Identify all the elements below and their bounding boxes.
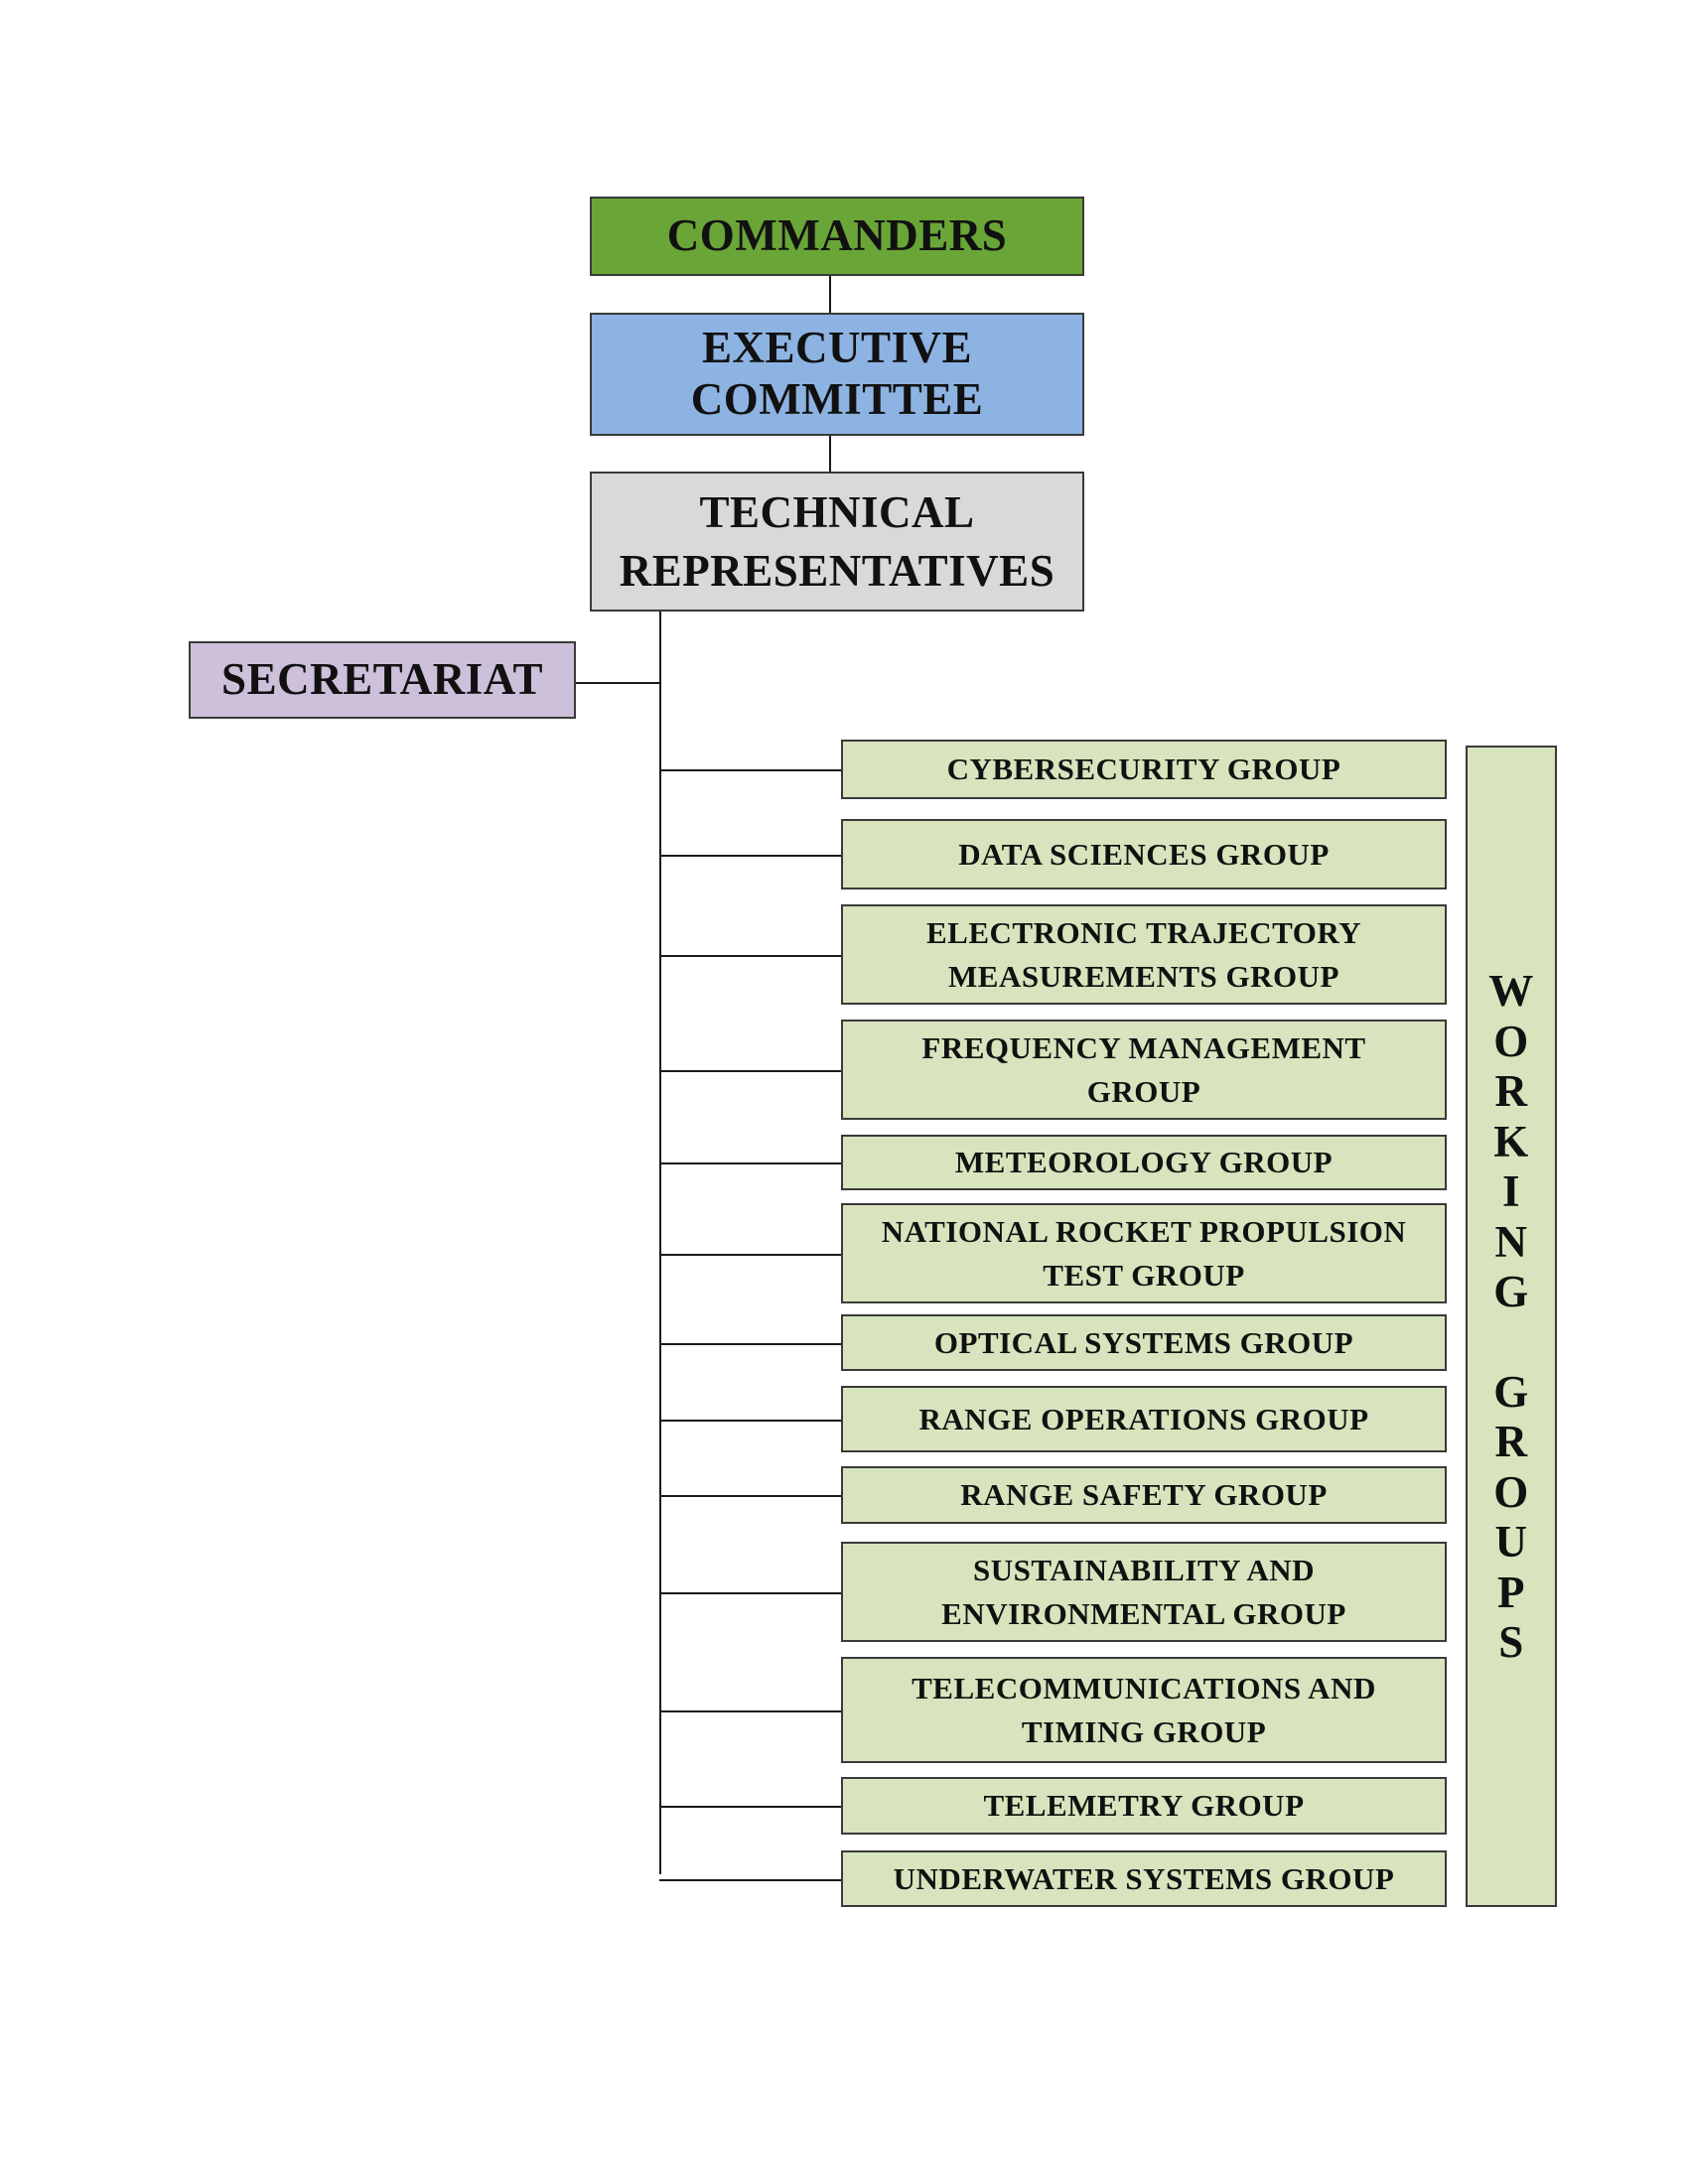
connector-working-group xyxy=(659,955,841,957)
working-groups-letter: O xyxy=(1493,1466,1529,1517)
connector-trunk xyxy=(659,612,661,1874)
working-group-label-line1: TELEMETRY GROUP xyxy=(983,1788,1305,1824)
connector-working-group xyxy=(659,1070,841,1072)
connector-working-group xyxy=(659,1254,841,1256)
working-group-label-line1: ELECTRONIC TRAJECTORY xyxy=(925,915,1362,951)
connector-working-group xyxy=(659,1879,841,1881)
connector-working-group xyxy=(659,1343,841,1345)
working-groups-letter: R xyxy=(1494,1066,1528,1116)
technical-label-line1: TECHNICAL xyxy=(699,487,975,537)
connector-executive-technical xyxy=(829,435,831,473)
working-group-box: TELECOMMUNICATIONS AND TIMING GROUP xyxy=(841,1657,1447,1763)
working-group-box: OPTICAL SYSTEMS GROUP xyxy=(841,1314,1447,1371)
working-group-label-line1: NATIONAL ROCKET PROPULSION xyxy=(881,1214,1407,1250)
working-group-label-line2: TIMING GROUP xyxy=(1021,1713,1267,1749)
working-group-box: CYBERSECURITY GROUP xyxy=(841,740,1447,799)
secretariat-label: SECRETARIAT xyxy=(221,654,543,705)
working-group-label-line1: OPTICAL SYSTEMS GROUP xyxy=(933,1324,1354,1360)
connector-working-group xyxy=(659,1420,841,1422)
working-group-label-line1: UNDERWATER SYSTEMS GROUP xyxy=(893,1860,1395,1896)
working-group-box: RANGE OPERATIONS GROUP xyxy=(841,1386,1447,1452)
executive-label-line2: COMMITTEE xyxy=(690,374,984,424)
working-group-label-line1: CYBERSECURITY GROUP xyxy=(946,751,1341,787)
working-group-label-line1: RANGE SAFETY GROUP xyxy=(960,1477,1328,1513)
working-groups-letter: G xyxy=(1493,1366,1529,1417)
executive-committee-box: EXECUTIVE COMMITTEE xyxy=(590,313,1084,436)
executive-label-line1: EXECUTIVE xyxy=(701,323,973,373)
working-group-box: UNDERWATER SYSTEMS GROUP xyxy=(841,1850,1447,1907)
working-group-box: ELECTRONIC TRAJECTORY MEASUREMENTS GROUP xyxy=(841,904,1447,1005)
working-groups-letter: S xyxy=(1498,1617,1524,1667)
connector-working-group xyxy=(659,1495,841,1497)
connector-working-group xyxy=(659,1162,841,1164)
working-groups-letter: G xyxy=(1493,1267,1529,1316)
connector-working-group xyxy=(659,855,841,857)
working-group-label-line2: GROUP xyxy=(1086,1073,1201,1109)
working-group-box: SUSTAINABILITY AND ENVIRONMENTAL GROUP xyxy=(841,1542,1447,1642)
working-group-label-line2: ENVIRONMENTAL GROUP xyxy=(941,1595,1346,1631)
working-group-box: METEOROLOGY GROUP xyxy=(841,1135,1447,1190)
connector-commanders-executive xyxy=(829,276,831,314)
working-group-label-line1: TELECOMMUNICATIONS AND xyxy=(912,1671,1376,1706)
working-group-label-line2: TEST GROUP xyxy=(1043,1257,1245,1293)
working-groups-letter: N xyxy=(1494,1216,1528,1267)
working-groups-letter xyxy=(1505,1317,1517,1367)
working-group-label-line1: RANGE OPERATIONS GROUP xyxy=(918,1401,1369,1436)
working-groups-letter: U xyxy=(1494,1517,1528,1567)
working-group-box: FREQUENCY MANAGEMENT GROUP xyxy=(841,1020,1447,1120)
working-group-box: DATA SCIENCES GROUP xyxy=(841,819,1447,889)
working-groups-letter: P xyxy=(1497,1567,1525,1617)
commanders-box: COMMANDERS xyxy=(590,197,1084,276)
working-group-box: NATIONAL ROCKET PROPULSION TEST GROUP xyxy=(841,1203,1447,1303)
connector-working-group xyxy=(659,1710,841,1712)
working-groups-letter: W xyxy=(1488,966,1534,1016)
secretariat-box: SECRETARIAT xyxy=(189,641,576,719)
working-group-label-line1: DATA SCIENCES GROUP xyxy=(958,836,1330,872)
working-group-label-line1: SUSTAINABILITY AND xyxy=(972,1553,1316,1588)
connector-working-group xyxy=(659,1806,841,1808)
commanders-label: COMMANDERS xyxy=(666,210,1008,261)
working-group-box: RANGE SAFETY GROUP xyxy=(841,1466,1447,1524)
working-groups-letter: R xyxy=(1494,1417,1528,1466)
working-groups-letter: K xyxy=(1493,1116,1529,1166)
working-groups-letter: O xyxy=(1493,1016,1529,1066)
connector-working-group xyxy=(659,1592,841,1594)
technical-label-line2: REPRESENTATIVES xyxy=(619,545,1055,596)
working-group-label-line1: METEOROLOGY GROUP xyxy=(954,1145,1334,1180)
working-groups-letter: I xyxy=(1501,1166,1520,1216)
connector-secretariat xyxy=(576,682,660,684)
working-group-box: TELEMETRY GROUP xyxy=(841,1777,1447,1835)
working-group-label-line1: FREQUENCY MANAGEMENT xyxy=(921,1030,1366,1066)
connector-working-group xyxy=(659,769,841,771)
working-group-label-line2: MEASUREMENTS GROUP xyxy=(948,958,1339,994)
technical-representatives-box: TECHNICAL REPRESENTATIVES xyxy=(590,472,1084,612)
